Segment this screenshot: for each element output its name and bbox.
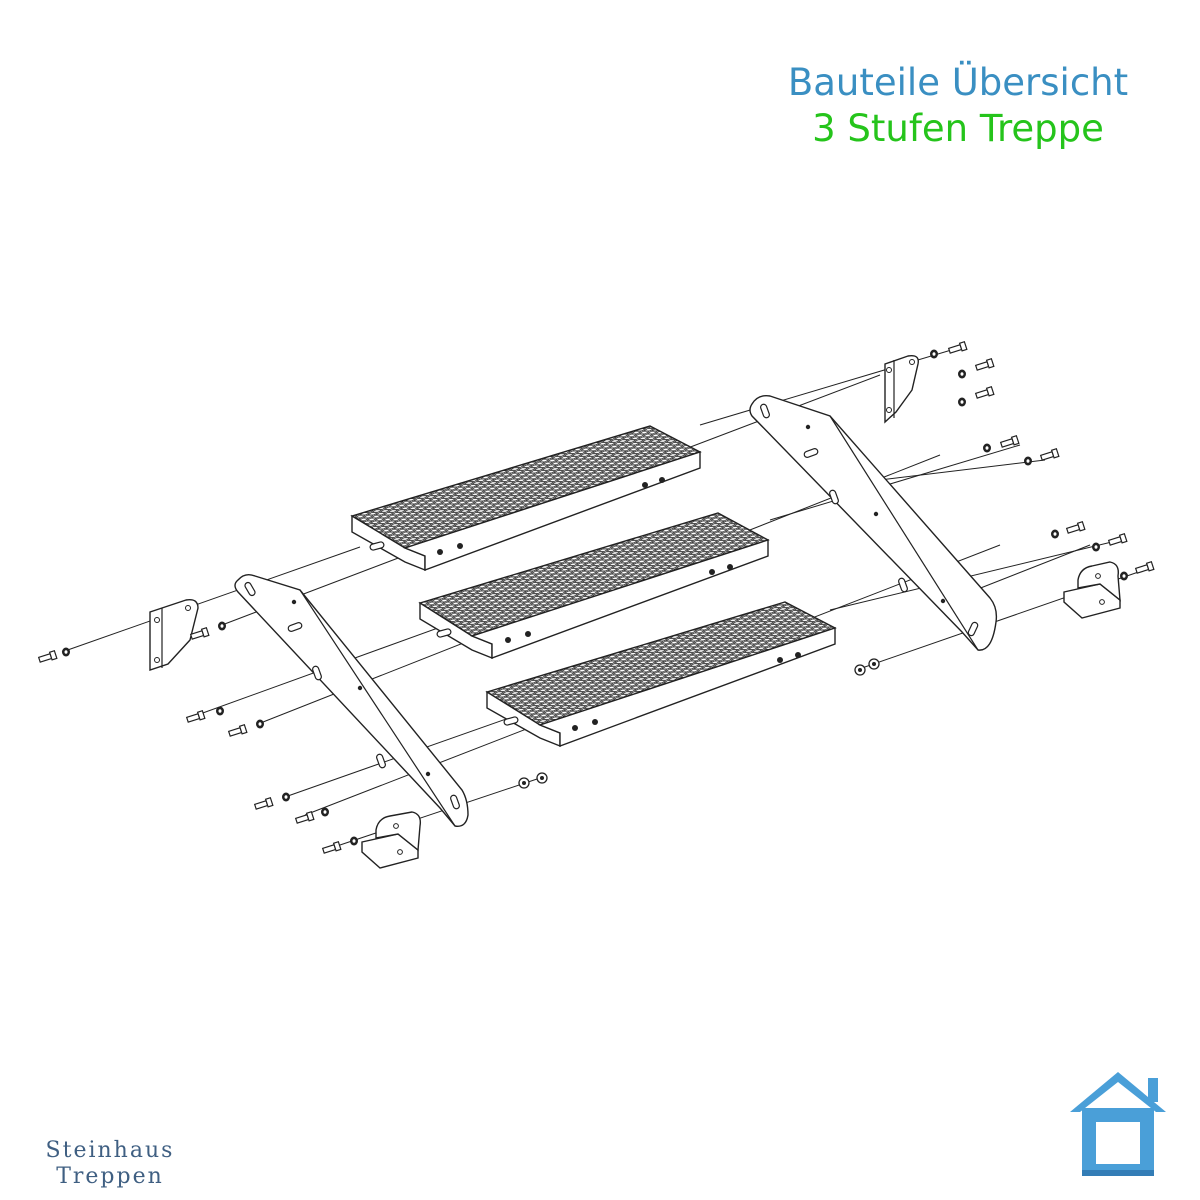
stringer-right: [749, 394, 998, 651]
wall-bracket-right: [884, 354, 919, 424]
bolt: [189, 626, 210, 640]
bolt: [37, 649, 58, 663]
house-icon: [1070, 1072, 1166, 1176]
bolt: [1107, 532, 1128, 546]
wall-bracket-left: [149, 598, 199, 671]
stringer-left: [234, 573, 469, 827]
brand-line-1: Steinhaus: [45, 1138, 175, 1163]
step-tread-top: [350, 425, 702, 572]
title-line-2: 3 Stufen Treppe: [812, 107, 1104, 150]
bolt: [185, 709, 206, 723]
floor-bracket-left: [361, 811, 422, 869]
bolt: [321, 840, 342, 854]
brand-line-2: Treppen: [56, 1164, 164, 1189]
bolt: [974, 385, 995, 399]
title-block: Bauteile Übersicht 3 Stufen Treppe: [768, 60, 1148, 152]
bolt: [1134, 560, 1155, 574]
brand-wordmark: Steinhaus Treppen: [20, 1138, 200, 1190]
bolt: [1065, 520, 1086, 534]
floor-bracket-right: [1063, 561, 1121, 619]
bolt: [253, 796, 274, 810]
bolt: [227, 723, 248, 737]
bolt: [947, 340, 968, 354]
bolt: [999, 434, 1020, 448]
bolt: [974, 357, 995, 371]
step-tread-middle: [418, 512, 770, 660]
bolt: [1039, 447, 1060, 461]
hardware-set: [37, 340, 1155, 854]
step-tread-bottom: [485, 601, 837, 748]
title-line-1: Bauteile Übersicht: [787, 61, 1129, 104]
bolt: [294, 810, 315, 824]
